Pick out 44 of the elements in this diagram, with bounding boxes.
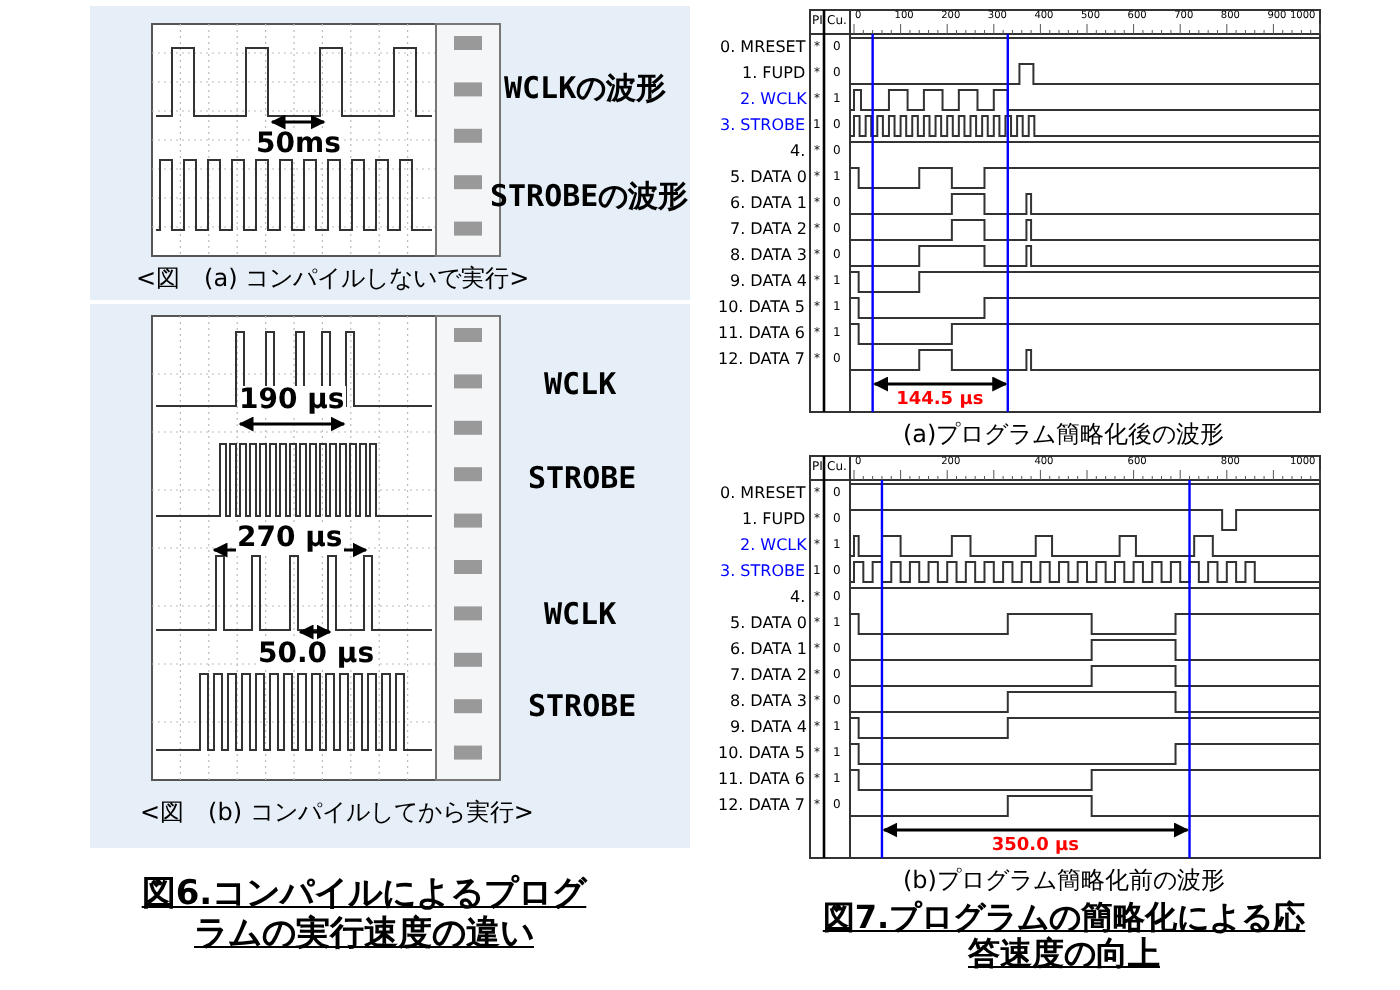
time-measurement: 50.0 μs	[256, 640, 377, 668]
figure-caption: <図 (a) コンパイルしないで実行>	[136, 266, 530, 290]
signal-name: 5. DATA 0	[730, 170, 807, 186]
signal-name: 11. DATA 6	[718, 772, 806, 788]
signal-label: STROBE	[528, 692, 637, 722]
time-measurement: 350.0 μs	[991, 838, 1079, 856]
signal-name: 6. DATA 1	[730, 642, 807, 658]
signal-name: 10. DATA 5	[718, 746, 806, 762]
figure-title: 図7.プログラムの簡略化による応答速度の向上	[820, 900, 1308, 974]
figure-title: 図6.コンパイルによるプログラムの実行速度の違い	[139, 876, 590, 955]
signal-label: STROBEの波形	[490, 182, 689, 212]
time-measurement: 144.5 μs	[896, 392, 984, 410]
signal-name: 3. STROBE	[720, 118, 806, 134]
signal-name: 4.	[790, 144, 806, 160]
signal-name: 3. STROBE	[720, 564, 806, 580]
signal-name: 8. DATA 3	[730, 248, 807, 264]
figure-caption: (a)プログラム簡略化後の波形	[903, 422, 1225, 446]
signal-name: 0. MRESET	[720, 40, 806, 56]
signal-name: 6. DATA 1	[730, 196, 807, 212]
time-measurement: 190 μs	[237, 386, 347, 414]
signal-name: 4.	[790, 590, 806, 606]
signal-name: 12. DATA 7	[718, 798, 806, 814]
time-measurement: 270 μs	[235, 524, 345, 552]
time-measurement: 50ms	[254, 130, 343, 158]
signal-name: 12. DATA 7	[718, 352, 806, 368]
signal-name: 5. DATA 0	[730, 616, 807, 632]
signal-label: WCLKの波形	[504, 74, 667, 104]
figure-caption: (b)プログラム簡略化前の波形	[903, 868, 1225, 892]
signal-label: STROBE	[528, 464, 637, 494]
signal-name: 7. DATA 2	[730, 222, 807, 238]
signal-name: 2. WCLK	[740, 538, 807, 554]
signal-name: 2. WCLK	[740, 92, 807, 108]
figure-caption: <図 (b) コンパイルしてから実行>	[140, 800, 534, 824]
signal-name: 11. DATA 6	[718, 326, 806, 342]
signal-label: WCLK	[544, 600, 617, 630]
signal-name: 7. DATA 2	[730, 668, 807, 684]
signal-name: 1. FUPD	[742, 512, 806, 528]
signal-name: 9. DATA 4	[730, 720, 807, 736]
signal-name: 1. FUPD	[742, 66, 806, 82]
signal-name: 10. DATA 5	[718, 300, 806, 316]
signal-name: 0. MRESET	[720, 486, 806, 502]
signal-label: WCLK	[544, 370, 617, 400]
signal-name: 9. DATA 4	[730, 274, 807, 290]
signal-name: 8. DATA 3	[730, 694, 807, 710]
